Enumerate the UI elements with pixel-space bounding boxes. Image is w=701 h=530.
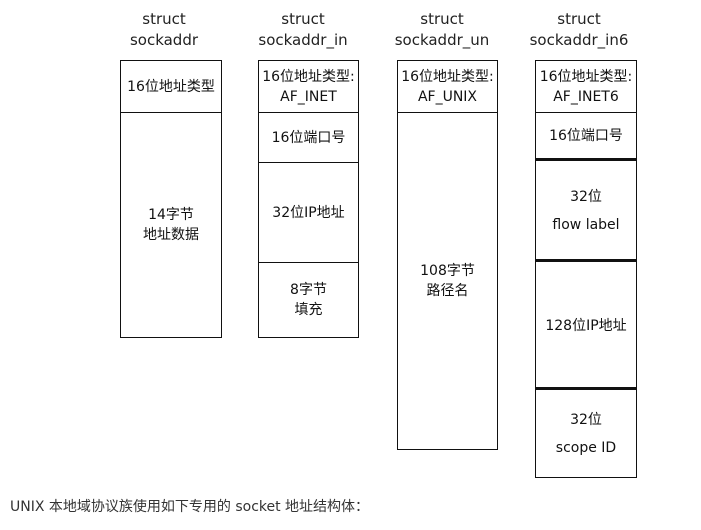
struct-sockaddr-box: 16位地址类型 14字节 地址数据: [120, 60, 222, 338]
sockaddr-un-family-cell: 16位地址类型: AF_UNIX: [398, 61, 497, 113]
cell-text: AF_INET6: [553, 89, 619, 105]
cell-text: 128位IP地址: [545, 317, 627, 334]
title-line2: sockaddr: [129, 31, 199, 49]
cell-text: 地址数据: [143, 227, 199, 243]
cell-text: AF_INET: [280, 89, 337, 105]
sockaddr-un-path-cell: 108字节 路径名: [398, 112, 497, 449]
cell-text: 16位地址类型:: [262, 69, 355, 85]
struct-sockaddr-in-box: 16位地址类型: AF_INET 16位端口号 32位IP地址 8字节 填充: [258, 60, 359, 338]
cell-text: 32位IP地址: [272, 205, 345, 221]
title-line1: struct: [281, 10, 325, 28]
title-line1: struct: [420, 10, 464, 28]
cell-text: 16位端口号: [549, 128, 623, 144]
sockaddr-in6-family-cell: 16位地址类型: AF_INET6: [536, 61, 636, 113]
struct-sockaddr-un-title: struct sockaddr_un: [382, 9, 502, 51]
struct-sockaddr-in-title: struct sockaddr_in: [243, 9, 363, 51]
sockaddr-in-padding-cell: 8字节 填充: [259, 262, 358, 337]
cell-text: 16位地址类型: [127, 79, 215, 95]
sockaddr-in6-port-cell: 16位端口号: [536, 112, 636, 159]
cell-text: 16位端口号: [271, 130, 346, 146]
title-line2: sockaddr_in6: [529, 31, 629, 49]
cell-text: AF_UNIX: [417, 89, 478, 105]
struct-sockaddr-un-box: 16位地址类型: AF_UNIX 108字节 路径名: [397, 60, 498, 450]
cell-text: 16位地址类型:: [401, 69, 494, 85]
cell-text: 16位地址类型:: [539, 69, 633, 85]
sockaddr-family-cell: 16位地址类型: [121, 61, 221, 113]
cell-text: 路径名: [426, 283, 469, 299]
sockaddr-in6-flowlabel-cell: 32位 flow label: [536, 158, 636, 260]
caption-text: UNIX 本地域协议族使用如下专用的 socket 地址结构体：: [10, 499, 370, 515]
title-line2: sockaddr_in: [258, 31, 348, 49]
cell-text: 8字节: [290, 282, 327, 298]
title-line2: sockaddr_un: [394, 31, 490, 49]
cell-text: 填充: [294, 302, 323, 318]
cell-text: flow label: [552, 216, 620, 233]
cell-text: scope ID: [555, 439, 617, 456]
sockaddr-in-addr-cell: 32位IP地址: [259, 162, 358, 263]
cell-text: 32位: [570, 188, 602, 205]
cell-text: 32位: [570, 411, 602, 428]
struct-sockaddr-in6-title: struct sockaddr_in6: [519, 9, 639, 51]
sockaddr-in-family-cell: 16位地址类型: AF_INET: [259, 61, 358, 113]
struct-sockaddr-title: struct sockaddr: [104, 9, 224, 51]
sockaddr-in6-scopeid-cell: 32位 scope ID: [536, 387, 636, 477]
sockaddr-in6-addr-cell: 128位IP地址: [536, 259, 636, 389]
title-line1: struct: [557, 10, 601, 28]
title-line1: struct: [142, 10, 186, 28]
sockaddr-data-cell: 14字节 地址数据: [121, 112, 221, 337]
sockaddr-in-port-cell: 16位端口号: [259, 112, 358, 163]
cell-text: 108字节: [420, 263, 475, 279]
struct-sockaddr-in6-box: 16位地址类型: AF_INET6 16位端口号 32位 flow label …: [535, 60, 637, 478]
cell-text: 14字节: [148, 207, 194, 223]
